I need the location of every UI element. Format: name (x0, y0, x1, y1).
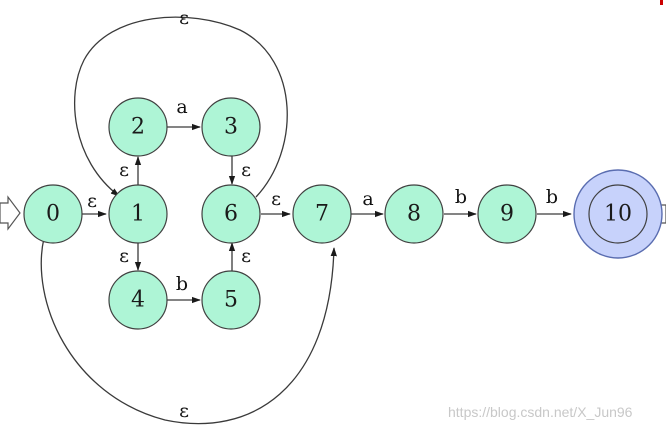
state-label: 5 (224, 288, 238, 313)
transition-label: a (362, 188, 373, 210)
transition-0-7: ε (40, 237, 337, 425)
transition-6-7: ε (261, 188, 291, 218)
state-label: 7 (315, 202, 329, 227)
transition-7-8: a (351, 188, 384, 218)
state-10-accepting: 10 (573, 169, 663, 259)
state-label: 4 (131, 288, 145, 313)
transition-5-6: ε (228, 242, 251, 271)
state-label: 6 (224, 202, 238, 227)
transition-label: ε (179, 7, 189, 29)
transition-label: b (455, 186, 467, 208)
state-label: 9 (500, 202, 514, 227)
state-label: 8 (407, 202, 421, 227)
transition-label: ε (119, 245, 129, 267)
state-5: 5 (201, 270, 261, 330)
state-label: 2 (131, 115, 145, 140)
transition-label: ε (271, 188, 281, 210)
state-3: 3 (201, 97, 261, 157)
state-label: 3 (224, 115, 238, 140)
transition-label: ε (179, 400, 189, 422)
state-0: 0 (23, 184, 83, 244)
state-label: 1 (131, 202, 145, 227)
state-4: 4 (108, 270, 168, 330)
transition-label: ε (87, 190, 97, 212)
state-7: 7 (292, 184, 352, 244)
corner-mark (660, 0, 663, 5)
transition-label: ε (119, 159, 129, 181)
transition-2-3: a (167, 96, 201, 131)
state-label: 10 (604, 202, 632, 227)
transition-4-5: b (167, 273, 201, 304)
start-arrow-icon (0, 195, 21, 231)
transition-label: b (546, 186, 558, 208)
transition-6-1: ε (74, 7, 288, 198)
state-label: 0 (46, 202, 60, 227)
transition-label: b (176, 273, 188, 295)
transition-3-6: ε (228, 156, 251, 185)
state-8: 8 (384, 184, 444, 244)
transition-label: ε (241, 159, 251, 181)
transition-0-1: ε (82, 190, 107, 218)
state-2: 2 (108, 97, 168, 157)
transition-1-4: ε (119, 242, 142, 271)
transition-1-2: ε (119, 156, 142, 186)
state-1: 1 (108, 184, 168, 244)
state-9: 9 (477, 184, 537, 244)
transition-8-9: b (444, 186, 477, 218)
state-6: 6 (201, 184, 261, 244)
transition-9-10: b (537, 186, 572, 218)
watermark: https://blog.csdn.net/X_Jun96 (448, 404, 633, 420)
transition-label: a (176, 96, 187, 118)
transition-label: ε (241, 245, 251, 267)
